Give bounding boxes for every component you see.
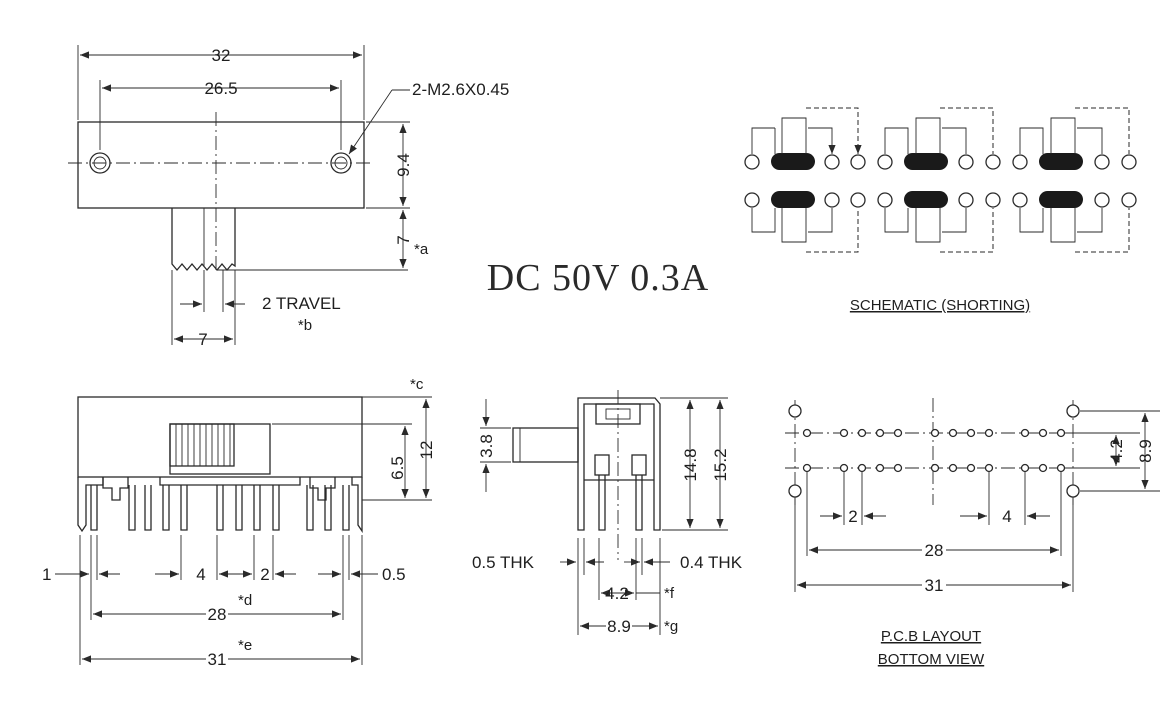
shorting-contact [771,153,815,170]
knob-ridges [175,424,231,466]
dim-pin-thickness: 0.5 [382,565,406,584]
mount-hole [1066,404,1080,418]
dim-frame-width: 8.9 [607,617,631,636]
top-view-body [77,121,365,209]
front-pin-base [159,477,301,486]
front-view: 12 *c 6.5 1 4 2 0.5 28 *d 31 *e [42,376,436,669]
dim-knob-height: 3.8 [477,434,496,458]
dim-pin-thk-left: 0.5 THK [472,553,535,572]
voltage-current-rating: DC 50V 0.3A [487,257,710,299]
shorting-contact [1039,153,1083,170]
mount-hole [788,404,802,418]
shorting-contact [1039,191,1083,208]
dim-total-height: 12 [417,441,436,460]
dim-hole-pitch: 26.5 [204,79,237,98]
dim-height-outer: 15.2 [711,448,730,481]
note-e: *e [238,637,252,654]
dim-body-to-pcb: 6.5 [388,456,407,480]
pcb-pads-bottom [802,463,1066,473]
front-tabs [102,477,336,501]
pcb-dim-mount-span: 31 [925,576,944,595]
note-d: *d [238,592,252,609]
dim-height-inner: 14.8 [681,448,700,481]
schematic-section-1 [744,107,866,253]
pcb-pads-top [802,428,1066,438]
side-view: 3.8 14.8 15.2 0.5 THK 0.4 THK 4.2 *f 8.9… [472,390,743,636]
top-view: 32 26.5 2-M2.6X0.45 9.4 7 *a 2 TRAVEL *b… [68,45,509,349]
side-contact-right [631,454,647,476]
mounting-hole-left-inner [93,156,107,170]
dim-pin-small-pitch: 2 [260,565,269,584]
dim-pin-span: 28 [208,605,227,624]
note-g: *g [664,618,678,635]
dim-hole-callout: 2-M2.6X0.45 [412,80,509,99]
side-contact-left [594,454,610,476]
mount-hole [788,484,802,498]
pcb-dim-pin-span: 28 [925,541,944,560]
pcb-dim-pin-pitch-large: 4 [1002,507,1011,526]
mounting-hole-right-inner [334,156,348,170]
pcb-caption-line2: BOTTOM VIEW [878,651,985,668]
dim-knob-length: 7 [394,235,413,244]
side-knob [512,427,579,463]
shorting-contact [904,191,948,208]
slide-knob [171,208,236,272]
pcb-dim-pin-pitch-small: 2 [848,507,857,526]
side-frame [577,397,661,531]
mount-hole [1066,484,1080,498]
pcb-dim-mount-pitch: 8.9 [1136,439,1155,463]
shorting-contact [771,191,815,208]
mounting-hole-right [330,152,352,174]
dim-travel: 2 TRAVEL [262,294,341,313]
pcb-dim-row-pitch: 4.2 [1107,439,1126,463]
schematic: SCHEMATIC (SHORTING) [744,107,1137,314]
mounting-hole-left [89,152,111,174]
dim-pin-pitch: 4 [196,565,205,584]
front-view-body [77,396,363,478]
front-knob [169,423,235,467]
dim-row-pitch: 4.2 [605,584,629,603]
note-b: *b [298,317,312,334]
note-c: *c [410,376,424,393]
note-a: *a [414,241,429,258]
dim-pin-thk-right: 0.4 THK [680,553,743,572]
dim-body-height: 9.4 [394,153,413,177]
schematic-caption: SCHEMATIC (SHORTING) [850,297,1030,314]
dim-knob-width: 7 [198,330,207,349]
front-pins [90,485,350,531]
pcb-layout: 4.2 8.9 2 4 28 31 P.C.B LAYOUT BOTTOM VI… [785,398,1160,668]
shorting-contact [904,153,948,170]
side-pins [598,475,643,531]
schematic-section-2 [877,107,1001,253]
pcb-caption-line1: P.C.B LAYOUT [881,628,981,645]
dim-pin-width: 1 [42,565,51,584]
note-f: *f [664,585,675,602]
dim-body-width: 31 [208,650,227,669]
schematic-section-3 [1012,107,1137,253]
dim-overall-width: 32 [212,46,231,65]
